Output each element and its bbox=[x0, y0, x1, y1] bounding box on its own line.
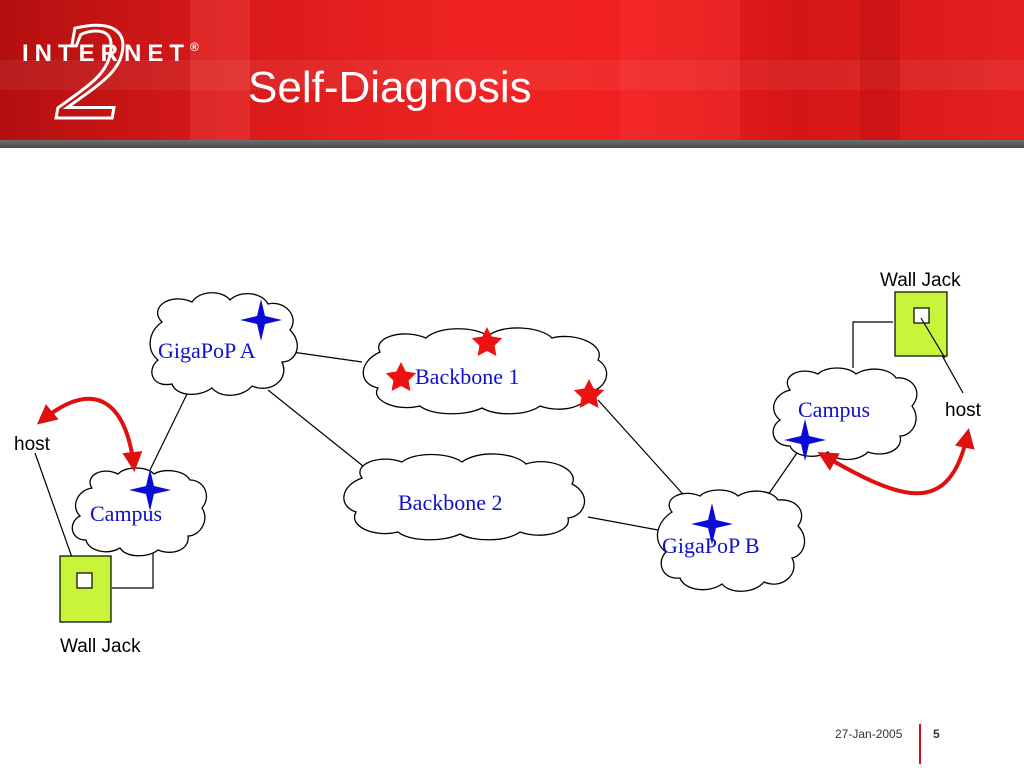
cloud-campus-left bbox=[71, 467, 207, 557]
red-star-icon bbox=[573, 379, 605, 408]
slide-title: Self-Diagnosis bbox=[248, 63, 532, 112]
link-backbone1-gigapopb bbox=[597, 399, 691, 503]
wall-jack-plate bbox=[894, 291, 948, 357]
jack-socket-icon bbox=[76, 572, 93, 589]
internet2-logo: INTERNET® bbox=[22, 40, 205, 68]
link-backbone2-gigapopb bbox=[587, 516, 659, 531]
blue-four-point-star-icon bbox=[691, 503, 733, 545]
label-gigapop-a: GigaPoP A bbox=[158, 338, 256, 363]
blue-four-point-star-icon bbox=[240, 299, 282, 341]
blue-markers bbox=[129, 299, 826, 545]
jack-socket-icon bbox=[913, 307, 930, 324]
logo-text: INTERNET bbox=[22, 40, 190, 67]
link-campus-right-walljack bbox=[852, 321, 893, 368]
cable-jack-right bbox=[920, 317, 946, 359]
slide-header bbox=[0, 0, 1024, 140]
red-star-icon bbox=[385, 362, 417, 391]
label-backbone-1: Backbone 1 bbox=[415, 364, 519, 389]
red-star-icon bbox=[471, 327, 503, 356]
label-wall-jack-top: Wall Jack bbox=[880, 270, 961, 291]
cloud-backbone-2 bbox=[343, 453, 585, 541]
arrow-left-bidirectional bbox=[36, 397, 143, 472]
label-host-left: host bbox=[14, 434, 51, 455]
red-markers bbox=[385, 327, 605, 408]
link-gigapopa-campus-left bbox=[149, 391, 189, 471]
wall-jack-left bbox=[59, 555, 112, 623]
label-host-right: host bbox=[945, 400, 982, 421]
footer-date: 27-Jan-2005 bbox=[835, 727, 903, 741]
logo-numeral: 2 bbox=[56, 6, 126, 126]
wall-jack-plate bbox=[59, 555, 112, 623]
footer-divider bbox=[919, 724, 921, 764]
label-backbone-2: Backbone 2 bbox=[398, 490, 502, 515]
link-gigapopa-backbone1 bbox=[291, 351, 363, 363]
cloud-gigapop-b bbox=[656, 489, 806, 592]
blue-four-point-star-icon bbox=[129, 469, 171, 511]
label-campus-right: Campus bbox=[798, 397, 870, 422]
label-wall-jack-bottom: Wall Jack bbox=[60, 636, 141, 657]
page-number: 5 bbox=[933, 727, 940, 741]
header-rule bbox=[0, 140, 1024, 148]
internet2-logo-mark: 2 bbox=[55, 6, 128, 126]
blue-four-point-star-icon bbox=[784, 419, 826, 461]
link-gigapopa-backbone2 bbox=[267, 389, 379, 479]
arrow-right-bidirectional bbox=[817, 428, 975, 496]
link-campus-left-walljack bbox=[112, 552, 154, 589]
logo-registered-mark: ® bbox=[190, 40, 205, 54]
wall-jack-right bbox=[894, 291, 948, 357]
